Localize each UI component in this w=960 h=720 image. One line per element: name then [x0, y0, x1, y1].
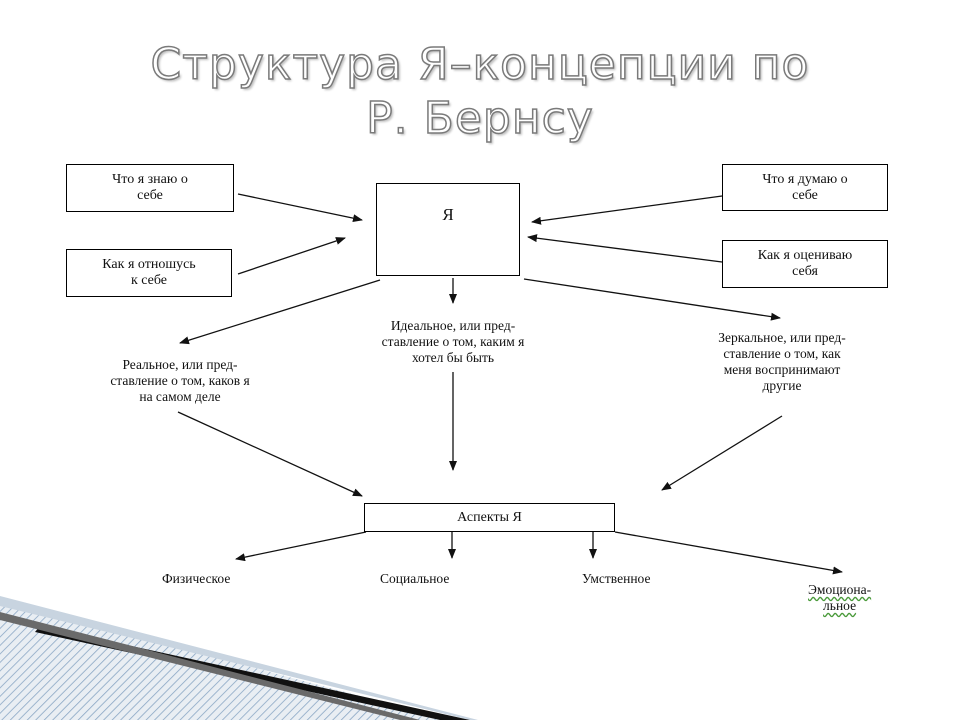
aspect-social: Социальное [380, 571, 450, 586]
arrow-mirror-to-aspects [661, 415, 783, 491]
input-label-evaluate: Как я оцениваю себя [757, 248, 853, 279]
self-box: Я [376, 183, 520, 276]
aspect-mental: Умственное [582, 571, 651, 586]
aspect-emotional: Эмоциона- льное [808, 582, 872, 613]
input-label-know: Что я знаю о себе [112, 172, 188, 203]
corner-decoration [0, 596, 478, 720]
aspects-label: Аспекты Я [457, 509, 522, 525]
ideal-self-label: Идеальное, или пред- ставление о том, ка… [381, 318, 525, 365]
input-box-evaluate: Как я оцениваю себя [722, 240, 888, 288]
arrow-self-to-real [179, 279, 381, 345]
arrow-aspects-to-emotional [614, 531, 843, 575]
input-box-know: Что я знаю о себе [66, 164, 234, 212]
input-label-relate: Как я отношусь к себе [102, 257, 196, 288]
input-label-think: Что я думаю о себе [762, 171, 848, 203]
input-box-think: Что я думаю о себе [722, 164, 888, 211]
mirror-self-label: Зеркальное, или пред- ставление о том, к… [718, 330, 846, 393]
title-line-2: Р. Бернсу [365, 92, 594, 145]
arrow-aspects-to-physical [235, 531, 367, 562]
arrow-relate-to-self [237, 237, 346, 275]
light-stripe [0, 596, 478, 720]
title-line-1: Структура Я–концепции по [150, 38, 810, 91]
arrow-think-to-self [531, 195, 723, 225]
aspect-physical: Физическое [162, 571, 231, 586]
self-label: Я [442, 204, 454, 224]
aspects-box: Аспекты Я [364, 503, 615, 532]
arrow-real-to-aspects [177, 411, 363, 497]
arrow-self-to-mirror [523, 278, 781, 321]
arrow-evaluate-to-self [527, 234, 723, 263]
slide-title: Структура Я–концепции по Р. Бернсу [120, 38, 840, 146]
arrow-know-to-self [237, 193, 363, 223]
mid-stripe [0, 612, 420, 720]
real-self-label: Реальное, или пред- ставление о том, как… [110, 357, 250, 404]
input-box-relate: Как я отношусь к себе [66, 249, 232, 297]
